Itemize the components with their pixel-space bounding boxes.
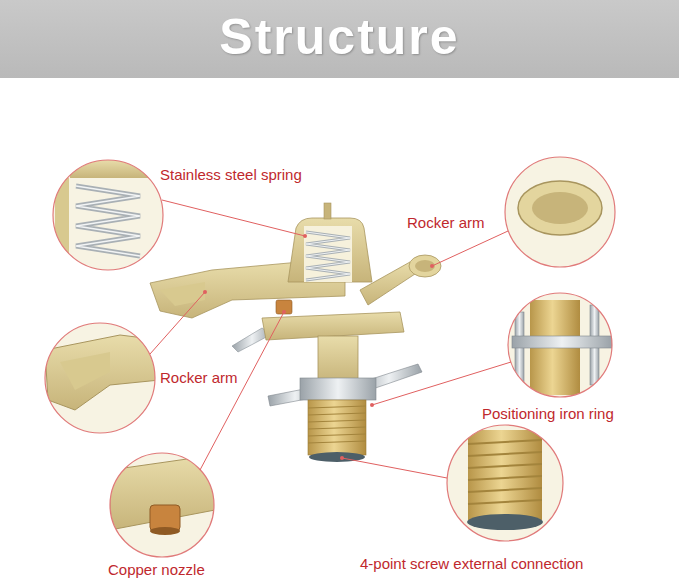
- zoom-thread: [467, 514, 543, 530]
- leader-line: [200, 312, 284, 470]
- zoom-positioning-ring: [515, 312, 524, 392]
- leader-dot: [430, 264, 434, 268]
- zoom-thread: [468, 440, 542, 444]
- sprinkler-body: [308, 406, 366, 408]
- zoom-rocker-paddle: [500, 155, 620, 275]
- sprinkler-body: [150, 203, 441, 462]
- sprinkler-body: [288, 218, 372, 282]
- zoom-rocker-arm: [40, 320, 160, 440]
- sprinkler-body: [308, 420, 366, 422]
- part-label: Rocker arm: [160, 369, 238, 387]
- zoom-spring: [50, 158, 170, 278]
- zoom-thread: [445, 423, 565, 543]
- sprinkler-body: [308, 441, 366, 443]
- part-label: Rocker arm: [407, 214, 485, 232]
- part-label: Positioning iron ring: [482, 405, 614, 423]
- zoom-circle-outline: [53, 160, 163, 270]
- sprinkler-body: [306, 232, 350, 280]
- zoom-rocker-arm: [40, 320, 160, 440]
- zoom-thread: [468, 452, 542, 456]
- sprinkler-body: [409, 255, 441, 277]
- sprinkler-body: [160, 282, 205, 306]
- title-banner: [0, 0, 679, 78]
- zoom-thread: [468, 440, 542, 504]
- sprinkler-body: [308, 400, 366, 455]
- zoom-thread: [468, 476, 542, 480]
- zoom-spring: [76, 186, 140, 256]
- sprinkler-body: [306, 232, 350, 280]
- zoom-spring: [76, 186, 140, 256]
- sprinkler-body: [308, 427, 366, 429]
- zoom-positioning-ring: [505, 290, 615, 400]
- part-label: Stainless steel spring: [160, 166, 302, 184]
- sprinkler-body: [308, 406, 366, 443]
- sprinkler-body: [318, 336, 358, 382]
- zoom-circle-outline: [45, 157, 615, 557]
- sprinkler-body: [415, 260, 435, 272]
- page-title: Structure: [0, 8, 679, 66]
- leader-line: [432, 231, 508, 266]
- zoom-rocker-arm: [45, 335, 160, 410]
- zoom-circle-outline: [45, 323, 155, 433]
- zoom-copper-nozzle: [110, 455, 215, 530]
- leader-line: [342, 458, 447, 478]
- leader-dot: [282, 310, 286, 314]
- zoom-spring: [50, 158, 170, 278]
- sprinkler-body: [308, 413, 366, 415]
- part-label: 4-point screw external connection: [360, 555, 583, 573]
- zoom-circle-outline: [505, 157, 615, 267]
- zoom-positioning-ring: [505, 290, 615, 400]
- zoom-thread: [468, 500, 542, 504]
- leader-dot: [370, 403, 374, 407]
- leader-line: [162, 200, 305, 236]
- zoom-copper-nozzle: [150, 527, 180, 535]
- zoom-spring: [55, 178, 69, 268]
- zoom-circle-outline: [110, 453, 214, 557]
- zoom-rocker-paddle: [532, 192, 588, 224]
- sprinkler-body: [308, 434, 366, 436]
- part-label: Copper nozzle: [108, 561, 205, 579]
- leader-dot: [203, 290, 207, 294]
- zoom-rocker-paddle: [500, 155, 620, 275]
- zoom-circle-outline: [508, 293, 612, 397]
- leader-dot: [203, 234, 434, 460]
- sprinkler-body: [324, 203, 331, 219]
- zoom-rocker-paddle: [518, 181, 602, 235]
- zoom-circle-outline: [447, 425, 563, 541]
- leader-line: [372, 362, 511, 405]
- sprinkler-body: [276, 300, 292, 314]
- sprinkler-body: [304, 226, 352, 282]
- zoom-positioning-ring: [512, 336, 612, 348]
- zoom-thread: [445, 423, 565, 543]
- leader-line: [150, 292, 205, 354]
- sprinkler-body: [300, 378, 376, 400]
- title-banner: [0, 0, 679, 78]
- leader-line: [150, 200, 511, 478]
- leader-dot: [340, 456, 344, 460]
- zoom-thread: [468, 464, 542, 468]
- zoom-thread: [468, 488, 542, 492]
- zoom-rocker-arm: [60, 352, 110, 390]
- leader-dot: [303, 234, 307, 238]
- zoom-thread: [468, 430, 542, 520]
